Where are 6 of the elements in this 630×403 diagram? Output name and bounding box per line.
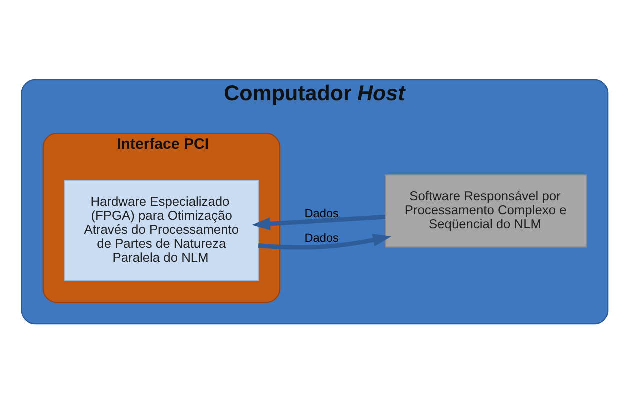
edge-label: Dados [304, 230, 339, 245]
arrow [252, 214, 386, 230]
node-box: Software Responsável por Processamento Complexo e Seqüencial do NLM [384, 174, 588, 248]
node-box: Hardware Especializado (FPGA) para Otimização Através do Processamento de Partes de Natureza Paralela do NLM [64, 179, 260, 281]
arrow [258, 233, 392, 250]
edge-label: Dados [304, 206, 339, 220]
